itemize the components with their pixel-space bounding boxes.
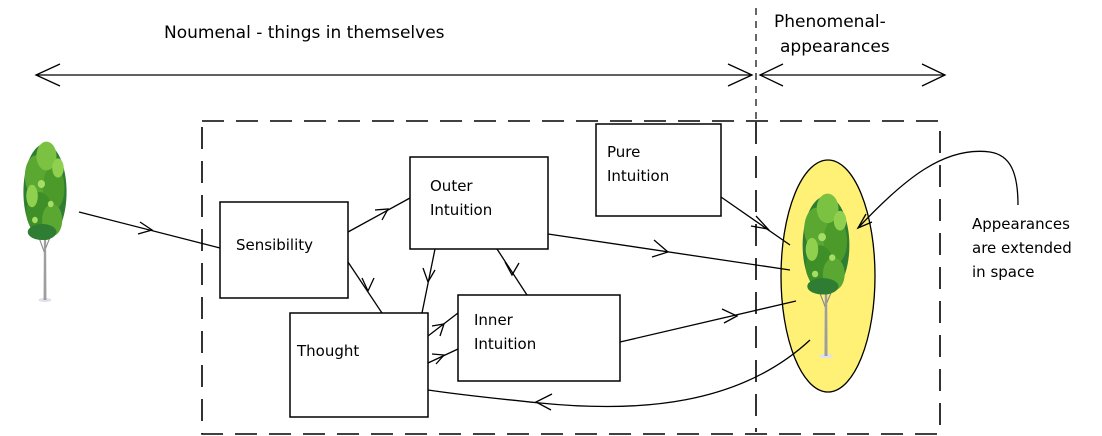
arrowhead [721, 308, 739, 324]
sensibility-box [219, 201, 349, 299]
annotation-pointer-curve [857, 150, 1019, 229]
arrowhead [856, 213, 873, 230]
arrowhead [534, 393, 553, 411]
pure-to-appearance-arrow [720, 196, 791, 246]
appearance-to-thought-curve [427, 339, 811, 408]
inner-intuition-label-line1: Inner [474, 311, 514, 329]
inner-intuition-box [457, 294, 621, 382]
outer-intuition-label-line2: Intuition [430, 201, 492, 219]
connectors [78, 150, 1019, 411]
sensibility-to-outer-arrow [347, 197, 411, 233]
inner-intuition-label-line2: Intuition [474, 335, 536, 353]
pure-intuition-box [595, 123, 722, 217]
outer-to-appearance-arrow [547, 233, 791, 271]
arrowhead [361, 277, 375, 293]
pure-intuition-label-line1: Pure [607, 143, 640, 161]
outer-to-inner-arrow [496, 248, 528, 296]
arrowhead [431, 353, 446, 365]
outer-intuition-box [409, 156, 549, 250]
arrowhead [422, 267, 436, 284]
arrowhead [750, 215, 770, 230]
mind-frame [201, 120, 941, 435]
noumenal-arrowhead-right [727, 63, 754, 87]
sensibility-label: Sensibility [236, 236, 313, 254]
tree-icon [22, 141, 68, 303]
arrowhead [137, 221, 154, 235]
inner-to-appearance-arrow [619, 300, 797, 343]
thought-label: Thought [296, 342, 359, 360]
phenomenal-label-line2: appearances [780, 37, 890, 57]
outer-intuition-label-line1: Outer [430, 177, 473, 195]
tree-to-sensibility-arrow [78, 211, 221, 249]
phenomenal-label-line1: Phenomenal- [774, 12, 886, 32]
thought-box [289, 312, 429, 418]
annotation-line1: Appearances [972, 215, 1070, 233]
annotation-line3: in space [972, 263, 1034, 281]
sensibility-to-thought-arrow [347, 261, 383, 314]
phenomenal-arrowhead-left [758, 63, 784, 87]
pure-intuition-label-line2: Intuition [607, 167, 669, 185]
annotation-line2: are extended [972, 239, 1072, 257]
noumenal-arrowhead-left [34, 63, 61, 87]
phenomenal-arrowhead-right [921, 63, 947, 87]
noumenal-label: Noumenal - things in themselves [164, 23, 445, 43]
arrowhead [651, 239, 670, 258]
arrowhead [504, 261, 520, 277]
arrowhead [374, 208, 390, 221]
arrowhead [431, 323, 445, 337]
